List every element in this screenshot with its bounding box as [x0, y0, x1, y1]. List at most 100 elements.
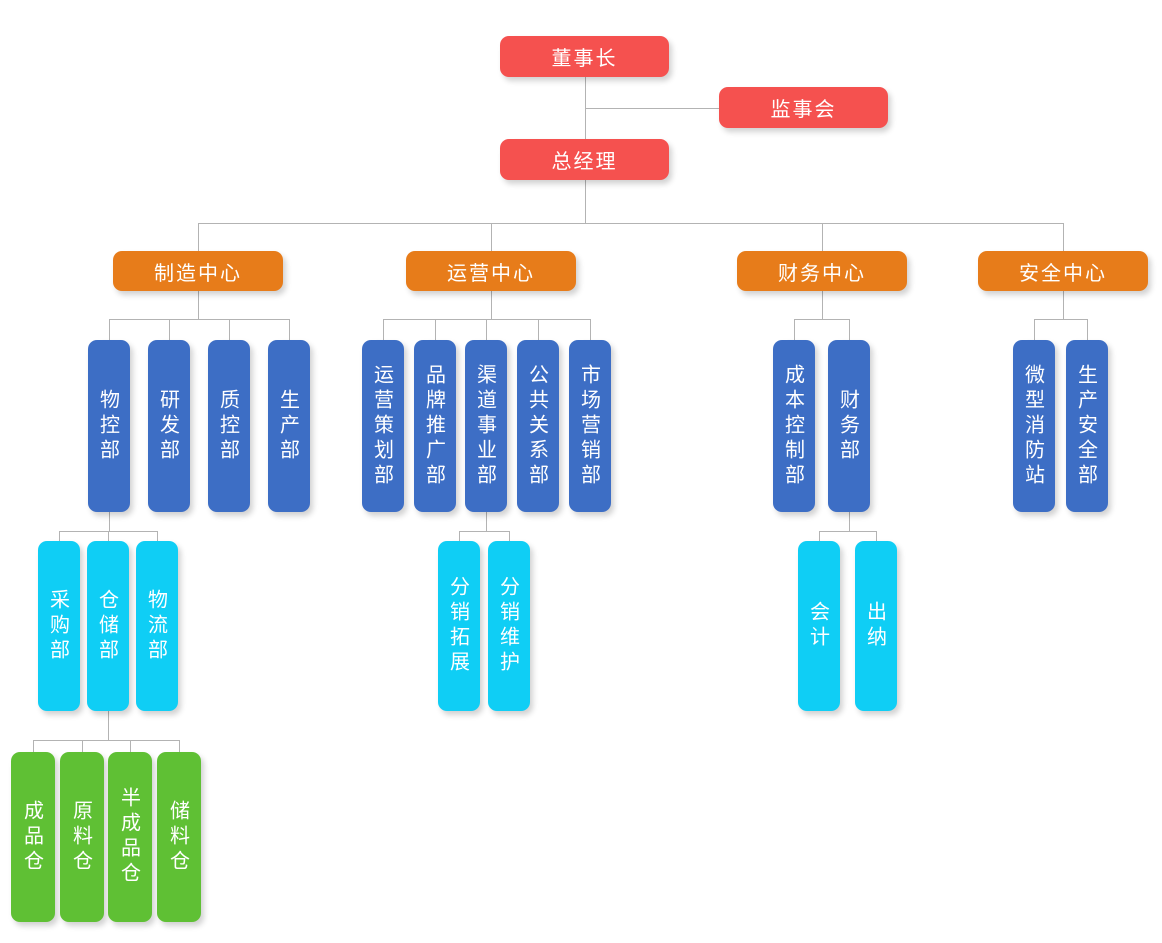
connector-line	[822, 291, 823, 319]
org-node-label: 监事会	[770, 97, 837, 121]
connector-line	[590, 319, 591, 340]
connector-line	[109, 512, 110, 531]
connector-line	[486, 512, 487, 531]
org-node-distribution-maintenance[interactable]: 分销维护	[488, 541, 530, 711]
org-node-finance-dept[interactable]: 财务部	[828, 340, 870, 512]
org-node-purchasing[interactable]: 采购部	[38, 541, 80, 711]
org-node-label: 分销维护	[496, 576, 521, 676]
connector-line	[169, 319, 170, 340]
org-node-label: 物流部	[144, 588, 169, 664]
org-node-safety-center[interactable]: 安全中心	[978, 251, 1148, 291]
connector-line	[108, 711, 109, 740]
org-node-cost-control[interactable]: 成本控制部	[773, 340, 815, 512]
org-node-material-control[interactable]: 物控部	[88, 340, 130, 512]
org-node-supervisory-board[interactable]: 监事会	[719, 87, 888, 128]
connector-line	[585, 108, 720, 109]
org-node-raw-material-warehouse[interactable]: 原料仓	[60, 752, 104, 922]
org-node-label: 研发部	[156, 388, 181, 464]
connector-line	[1063, 223, 1064, 251]
org-node-label: 储料仓	[166, 799, 191, 875]
connector-line	[435, 319, 436, 340]
org-node-label: 半成品仓	[117, 787, 142, 887]
org-node-general-manager[interactable]: 总经理	[500, 139, 669, 180]
connector-line	[198, 223, 199, 251]
org-node-label: 生产部	[276, 388, 301, 464]
connector-line	[108, 531, 109, 541]
org-node-label: 会计	[806, 601, 831, 651]
org-node-public-relations[interactable]: 公共关系部	[517, 340, 559, 512]
connector-line	[819, 531, 877, 532]
connector-line	[538, 319, 539, 340]
connector-line	[486, 319, 487, 340]
org-node-label: 渠道事业部	[473, 363, 498, 489]
org-node-operations-planning[interactable]: 运营策划部	[362, 340, 404, 512]
org-node-logistics[interactable]: 物流部	[136, 541, 178, 711]
org-node-manufacturing-center[interactable]: 制造中心	[113, 251, 283, 291]
org-node-production-safety[interactable]: 生产安全部	[1066, 340, 1108, 512]
org-node-cashier[interactable]: 出纳	[855, 541, 897, 711]
org-node-label: 安全中心	[1019, 260, 1107, 285]
connector-line	[459, 531, 460, 541]
org-node-label: 公共关系部	[525, 363, 550, 489]
org-node-label: 采购部	[46, 588, 71, 664]
connector-line	[109, 319, 290, 320]
org-node-brand-promotion[interactable]: 品牌推广部	[414, 340, 456, 512]
org-node-label: 财务中心	[778, 260, 866, 285]
connector-line	[130, 740, 131, 752]
org-node-label: 质控部	[216, 388, 241, 464]
org-node-semi-finished-warehouse[interactable]: 半成品仓	[108, 752, 152, 922]
connector-line	[509, 531, 510, 541]
org-node-label: 品牌推广部	[422, 363, 447, 489]
org-node-label: 物控部	[96, 388, 121, 464]
connector-line	[198, 223, 1064, 224]
org-node-label: 总经理	[551, 149, 618, 173]
org-node-channel-business[interactable]: 渠道事业部	[465, 340, 507, 512]
connector-line	[383, 319, 591, 320]
org-node-production[interactable]: 生产部	[268, 340, 310, 512]
org-node-label: 财务部	[836, 388, 861, 464]
connector-line	[1063, 291, 1064, 319]
org-node-label: 出纳	[863, 601, 888, 651]
org-node-chairman[interactable]: 董事长	[500, 36, 669, 77]
connector-line	[157, 531, 158, 541]
connector-line	[491, 223, 492, 251]
org-node-label: 制造中心	[154, 260, 242, 285]
connector-line	[794, 319, 850, 320]
connector-line	[289, 319, 290, 340]
connector-line	[109, 319, 110, 340]
org-node-micro-fire-station[interactable]: 微型消防站	[1013, 340, 1055, 512]
org-node-marketing[interactable]: 市场营销部	[569, 340, 611, 512]
org-node-label: 市场营销部	[577, 363, 602, 489]
org-node-distribution-expansion[interactable]: 分销拓展	[438, 541, 480, 711]
connector-line	[849, 512, 850, 531]
org-node-warehousing[interactable]: 仓储部	[87, 541, 129, 711]
org-node-storage-warehouse[interactable]: 储料仓	[157, 752, 201, 922]
org-node-quality-control[interactable]: 质控部	[208, 340, 250, 512]
org-node-label: 生产安全部	[1074, 363, 1099, 489]
org-node-label: 微型消防站	[1021, 363, 1046, 489]
org-node-label: 原料仓	[69, 799, 94, 875]
org-node-label: 董事长	[551, 46, 618, 70]
connector-line	[229, 319, 230, 340]
connector-line	[1034, 319, 1035, 340]
connector-line	[794, 319, 795, 340]
org-node-label: 运营策划部	[370, 363, 395, 489]
connector-line	[59, 531, 60, 541]
connector-line	[383, 319, 384, 340]
connector-line	[819, 531, 820, 541]
connector-line	[33, 740, 180, 741]
org-node-accounting[interactable]: 会计	[798, 541, 840, 711]
org-node-finished-goods-warehouse[interactable]: 成品仓	[11, 752, 55, 922]
connector-line	[585, 180, 586, 223]
connector-line	[822, 223, 823, 251]
connector-line	[876, 531, 877, 541]
org-node-rnd[interactable]: 研发部	[148, 340, 190, 512]
org-node-finance-center[interactable]: 财务中心	[737, 251, 907, 291]
org-node-operations-center[interactable]: 运营中心	[406, 251, 576, 291]
org-node-label: 分销拓展	[446, 576, 471, 676]
connector-line	[459, 531, 510, 532]
connector-line	[179, 740, 180, 752]
connector-line	[1087, 319, 1088, 340]
connector-line	[33, 740, 34, 752]
